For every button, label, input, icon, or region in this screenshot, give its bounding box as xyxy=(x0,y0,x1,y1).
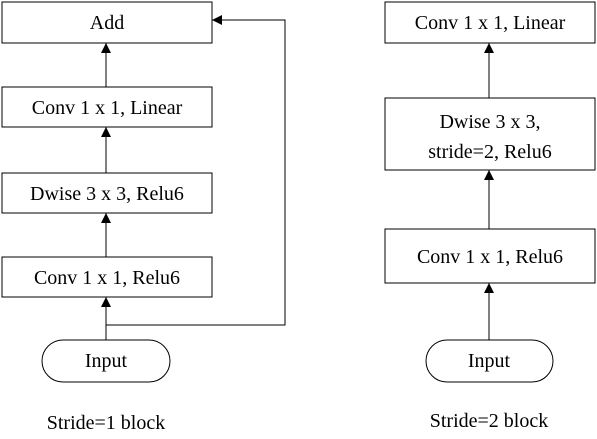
residual-skip-connection xyxy=(106,15,286,326)
add-label: Add xyxy=(90,12,124,34)
input-label: Input xyxy=(85,350,128,372)
conv1x1-linear-label-s2: Conv 1 x 1, Linear xyxy=(415,12,566,34)
conv1x1-relu6-node xyxy=(1,256,213,298)
dwise3x3-label-line1-s2: Dwise 3 x 3, xyxy=(439,111,540,133)
stride2-block: Conv 1 x 1, Linear Dwise 3 x 3, stride=2… xyxy=(384,1,596,432)
dwise3x3-label: Dwise 3 x 3, Relu6 xyxy=(30,183,184,205)
conv1x1-relu6-label: Conv 1 x 1, Relu6 xyxy=(34,267,180,289)
stride2-caption: Stride=2 block xyxy=(430,410,549,432)
stride1-caption: Stride=1 block xyxy=(47,412,166,434)
conv1x1-relu6-label-s2: Conv 1 x 1, Relu6 xyxy=(417,246,563,268)
conv1x1-linear-node xyxy=(1,86,213,128)
conv1x1-linear-label: Conv 1 x 1, Linear xyxy=(32,97,183,119)
conv1x1-relu6-node-s2 xyxy=(384,228,596,284)
stride1-block: Add Conv 1 x 1, Linear Dwise 3 x 3, Relu… xyxy=(1,1,286,434)
dwise3x3-label-line2-s2: stride=2, Relu6 xyxy=(428,141,552,163)
input-label-s2: Input xyxy=(468,350,511,372)
dwise3x3-node xyxy=(1,172,213,214)
add-node xyxy=(1,1,213,44)
conv1x1-linear-node-s2 xyxy=(384,1,596,44)
dwise3x3-node-s2 xyxy=(384,97,596,171)
